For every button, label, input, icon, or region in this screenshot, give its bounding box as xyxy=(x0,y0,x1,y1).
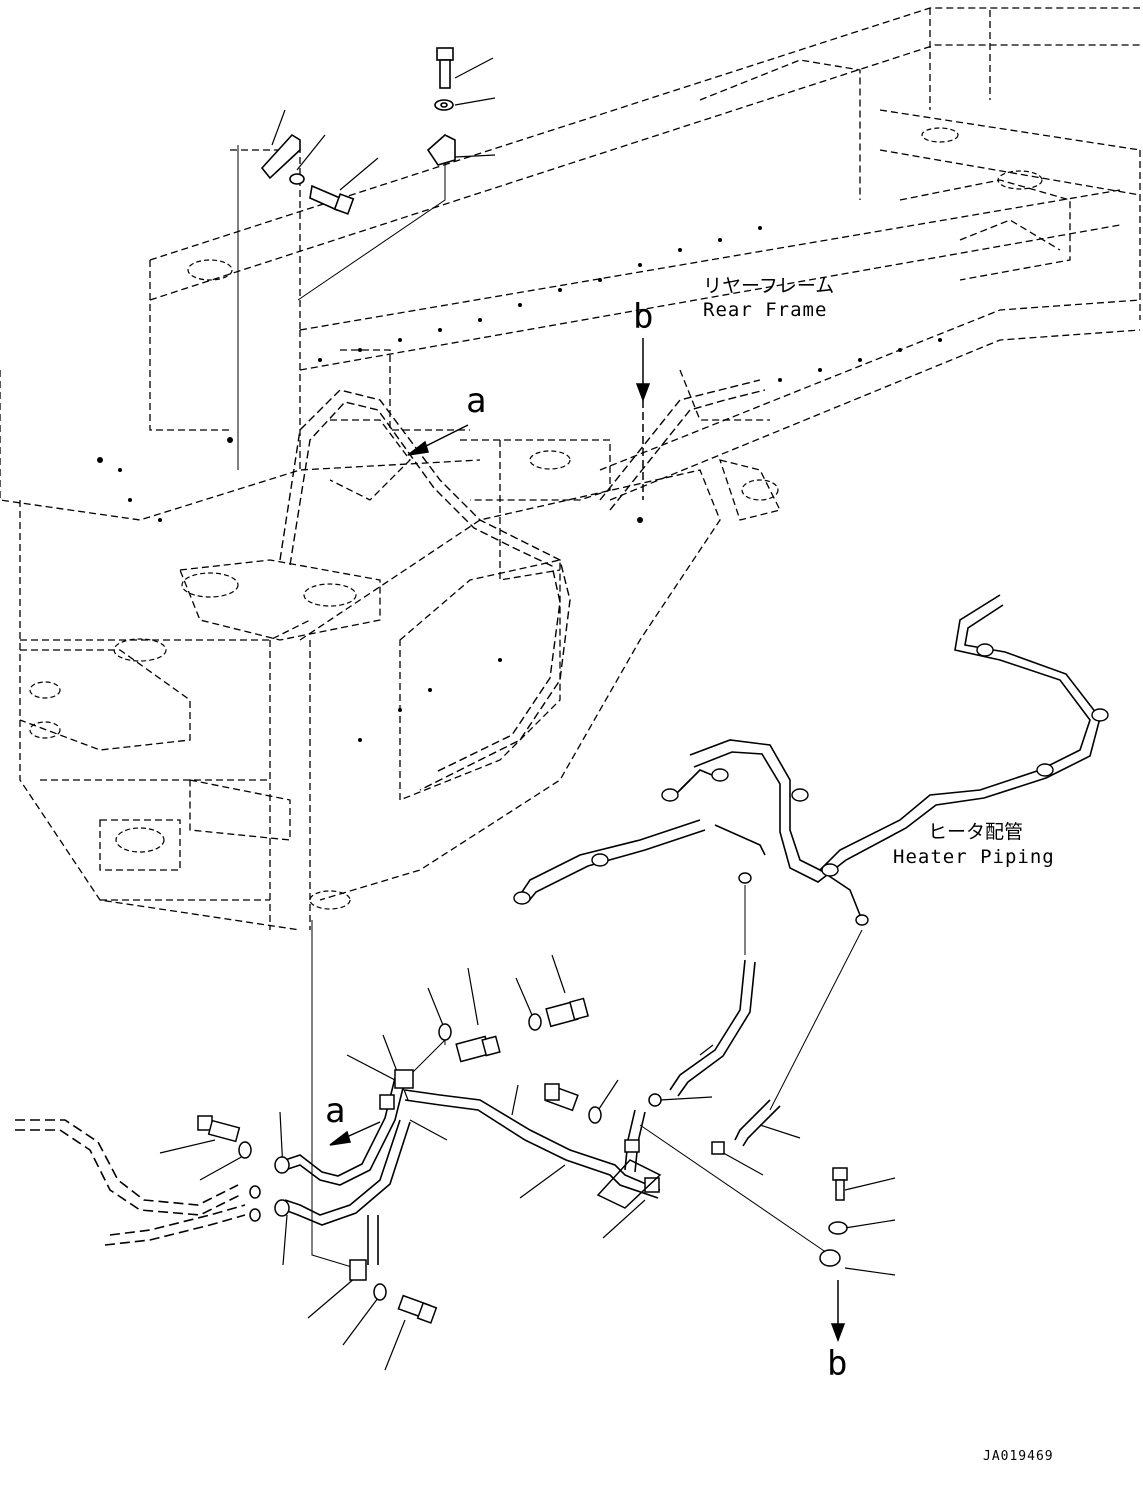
view-label-b-top: b xyxy=(633,297,653,337)
heater-hose-clamps xyxy=(513,643,1109,926)
top-left-clip-assembly xyxy=(260,133,355,215)
rear-frame-label-jp: リヤーフレーム xyxy=(703,275,834,297)
projection-lines xyxy=(237,145,863,1269)
heater-piping-label-en: Heater Piping xyxy=(893,846,1055,868)
rear-frame-label-en: Rear Frame xyxy=(703,299,827,321)
lower-fasteners xyxy=(197,997,848,1324)
rear-frame xyxy=(0,7,1141,931)
drawing-code: JA019469 xyxy=(983,1449,1054,1464)
lower-tube-assembly xyxy=(15,959,781,1265)
view-label-a-bottom: a xyxy=(325,1091,345,1131)
heater-piping-label-jp: ヒータ配管 xyxy=(928,821,1023,843)
view-label-b-bottom: b xyxy=(827,1344,847,1384)
frame-hose-routing xyxy=(279,379,766,791)
frame-holes xyxy=(29,127,1043,910)
view-arrows xyxy=(329,338,846,1343)
top-bolt-assembly xyxy=(426,47,456,166)
heater-hose-assembly xyxy=(519,594,1101,916)
callout-leaders xyxy=(159,57,896,1371)
frame-rivets xyxy=(97,226,942,742)
view-label-a-top: a xyxy=(466,381,486,421)
